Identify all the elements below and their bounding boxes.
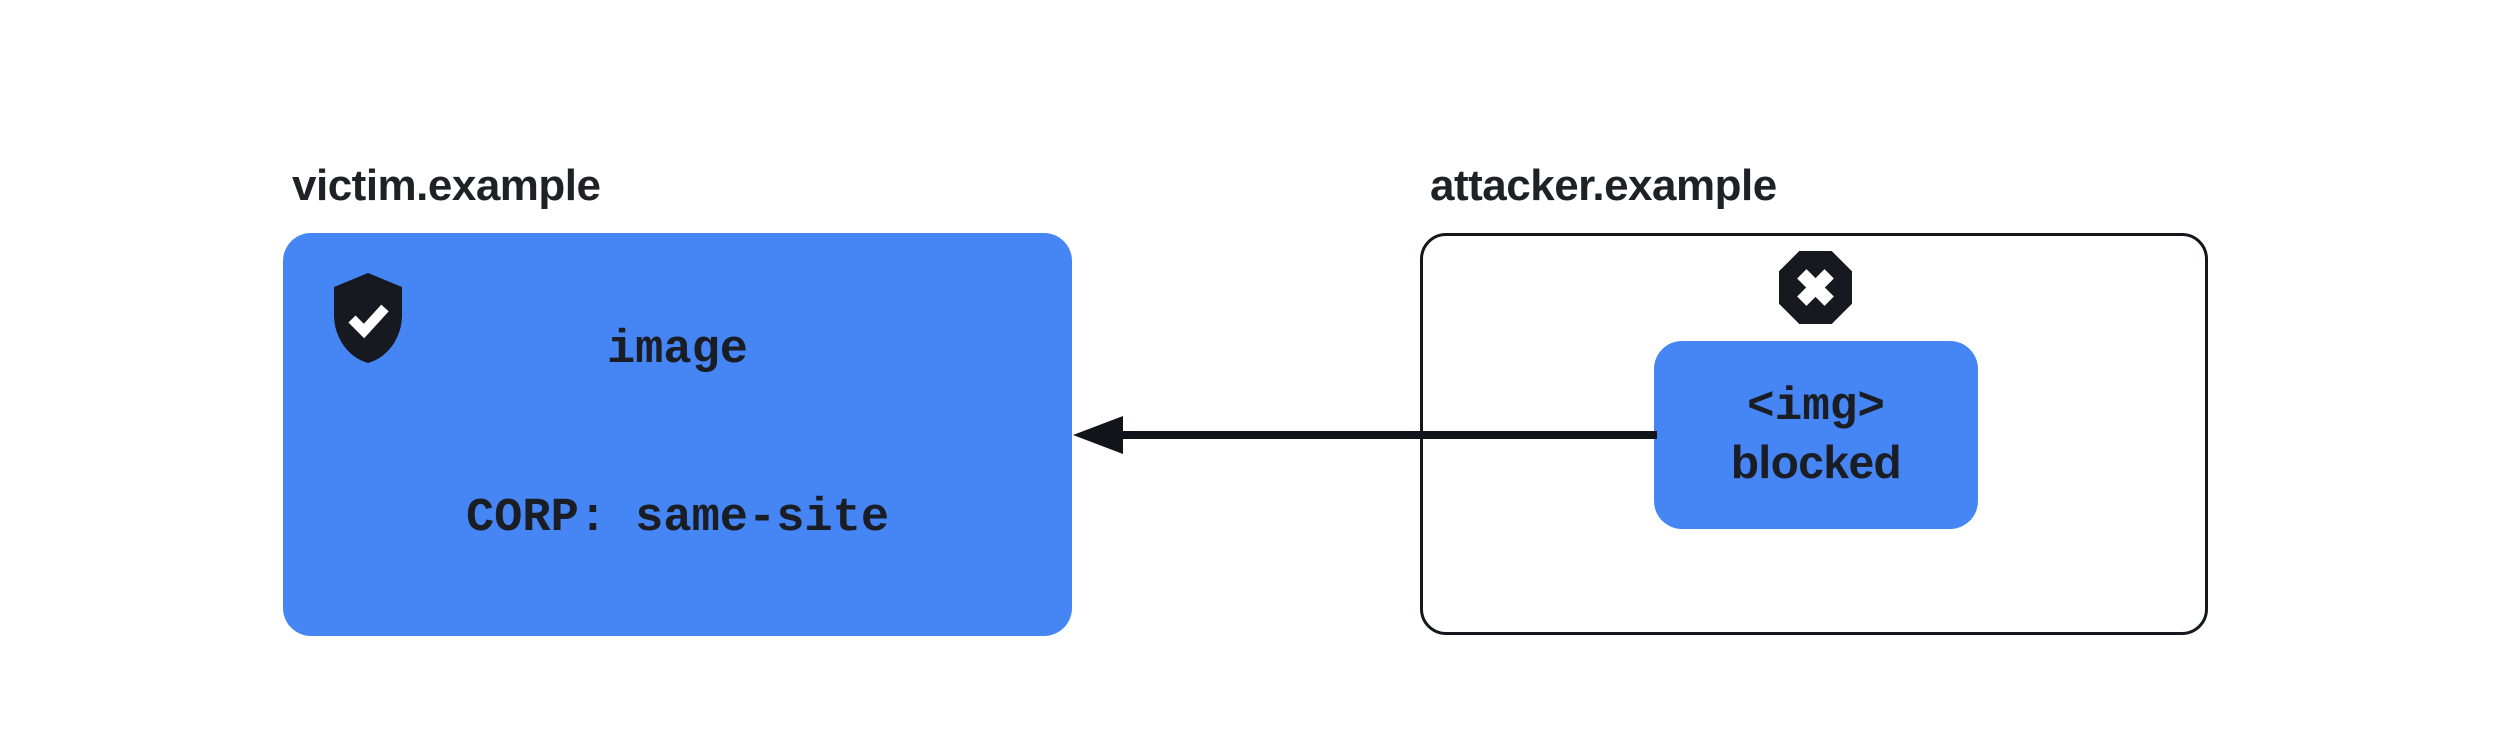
victim-site-title: victim.example [292, 161, 601, 210]
victim-resource-box: image CORP: same-site [283, 233, 1072, 636]
victim-resource-label-line2: CORP: same-site [465, 491, 890, 545]
attacker-site-title: attacker.example [1430, 161, 1777, 210]
img-request-label-line2: blocked [1730, 436, 1902, 488]
victim-resource-label-line1: image [606, 323, 748, 377]
img-request-box: <img> blocked [1654, 341, 1978, 529]
blocked-request-arrow [1073, 416, 1657, 454]
attacker-site-box: <img> blocked [1420, 233, 2208, 635]
blocked-octagon-x-icon [1779, 251, 1852, 324]
shield-check-icon [334, 273, 402, 363]
img-request-label-line1: <img> [1746, 381, 1886, 433]
victim-resource-label: image CORP: same-site [466, 211, 889, 659]
